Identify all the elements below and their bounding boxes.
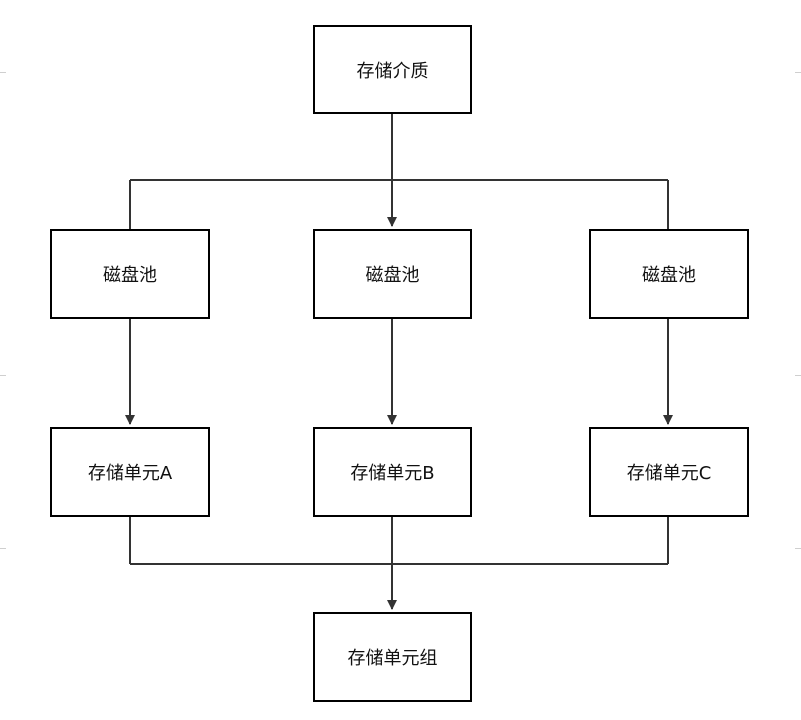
edge-tick	[795, 375, 801, 376]
storage-unit-group-node: 存储单元组	[313, 612, 472, 702]
storage-media-label: 存储介质	[356, 60, 429, 82]
edge-tick	[0, 548, 6, 549]
disk-pool-label: 磁盘池	[642, 265, 696, 286]
disk-pool-node-left: 磁盘池	[50, 229, 210, 319]
storage-unit-group-label: 存储单元组	[347, 648, 438, 669]
disk-pool-label: 磁盘池	[365, 265, 420, 286]
storage-unit-a-node: 存储单元A	[50, 427, 210, 517]
disk-pool-node-middle: 磁盘池	[313, 229, 472, 319]
edge-tick	[0, 72, 6, 73]
disk-pool-label: 磁盘池	[103, 265, 157, 286]
storage-unit-c-label: 存储单元C	[626, 463, 712, 484]
storage-unit-b-node: 存储单元B	[313, 427, 472, 517]
storage-media-node: 存储介质	[313, 25, 472, 114]
storage-unit-c-node: 存储单元C	[589, 427, 749, 517]
edge-tick	[795, 548, 801, 549]
edge-tick	[795, 72, 801, 73]
edge-tick	[0, 375, 6, 376]
storage-unit-b-label: 存储单元B	[350, 463, 435, 484]
storage-unit-a-label: 存储单元A	[87, 463, 173, 484]
disk-pool-node-right: 磁盘池	[589, 229, 749, 319]
